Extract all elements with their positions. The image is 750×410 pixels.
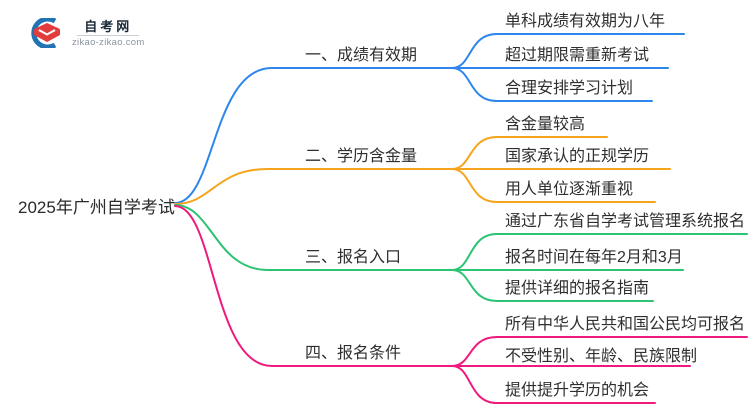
branch-1-leaf-2: 超过期限需重新考试 — [505, 47, 650, 64]
branch-2-leaf-3: 用人单位逐渐重视 — [505, 181, 634, 198]
branch-1-leaf-3: 合理安排学习计划 — [505, 80, 634, 97]
logo-domain: zikao-zikao.com — [72, 36, 145, 48]
branch-3-label: 三、报名入口 — [305, 249, 402, 266]
logo-divider — [77, 34, 140, 36]
logo-title: 自考网 — [84, 18, 133, 34]
branch-4-leaf-2: 不受性别、年龄、民族限制 — [505, 348, 698, 365]
branch-4-leaf-1: 所有中华人民共和国公民均可报名 — [505, 316, 746, 333]
logo-text: 自考网 zikao-zikao.com — [72, 19, 145, 48]
branch-1-lines — [174, 33, 685, 204]
branch-3-lines — [174, 204, 748, 302]
branch-4-label: 四、报名条件 — [305, 345, 402, 362]
branch-4-lines — [174, 205, 748, 404]
branch-2-label: 二、学历含金量 — [305, 148, 418, 165]
branch-2-leaf-2: 国家承认的正规学历 — [505, 148, 650, 165]
branch-2-leaf-1: 含金量较高 — [505, 116, 586, 133]
root-topic: 2025年广州自学考试 — [18, 198, 175, 217]
branch-1-leaf-1: 单科成绩有效期为八年 — [505, 13, 666, 30]
branch-2-lines — [174, 136, 671, 205]
branch-4-leaf-3: 提供提升学历的机会 — [505, 382, 650, 399]
logo-graduation-cap-icon — [31, 18, 60, 48]
site-logo[interactable]: 自考网 zikao-zikao.com — [30, 18, 145, 48]
branch-3-leaf-1: 通过广东省自学考试管理系统报名 — [505, 213, 746, 230]
branch-1-label: 一、成绩有效期 — [305, 47, 418, 64]
branch-3-leaf-2: 报名时间在每年2月和3月 — [505, 249, 683, 266]
branch-3-leaf-3: 提供详细的报名指南 — [505, 280, 650, 297]
